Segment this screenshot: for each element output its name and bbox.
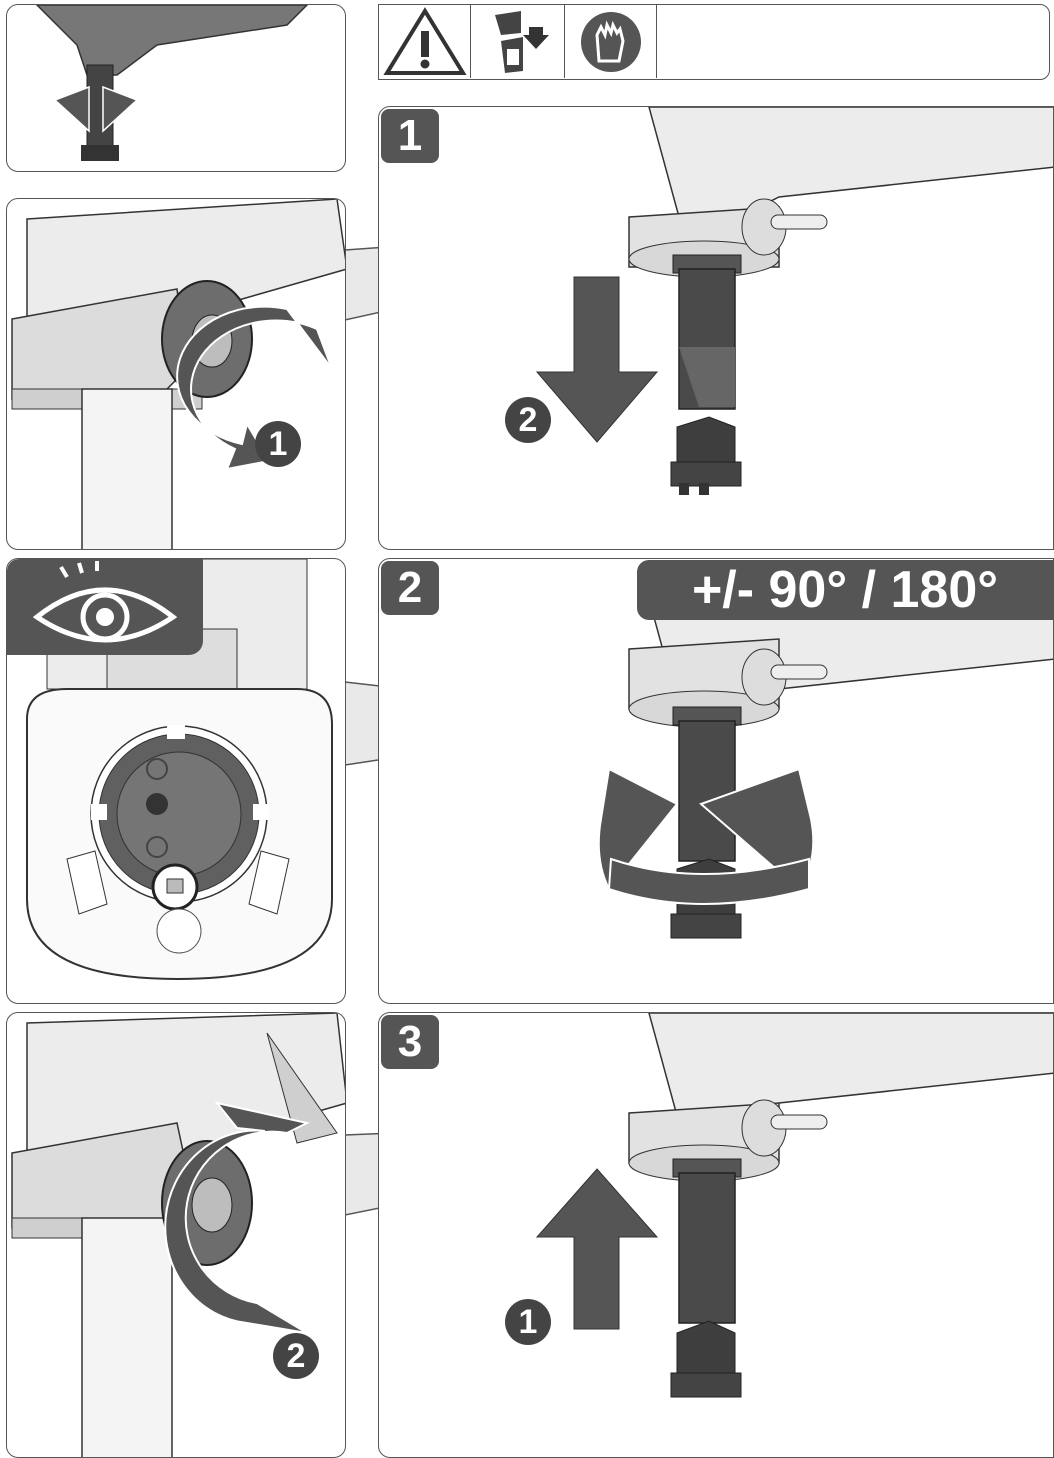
step2-badge: 2 <box>381 561 439 615</box>
step1-main-panel: 1 2 <box>378 106 1054 550</box>
knob-loosen-illustration <box>11 199 345 549</box>
down-arrow-icon <box>535 276 659 443</box>
callout-loosen-knob: 1 <box>255 421 301 467</box>
wear-gloves-icon <box>581 12 641 72</box>
step2-detail-panel <box>6 558 346 1004</box>
callout-push-up: 1 <box>505 1299 551 1345</box>
rotate-counterclockwise-arrow-icon <box>176 305 333 471</box>
callout-pull-down: 2 <box>505 397 551 443</box>
warning-triangle-icon <box>383 7 467 75</box>
warning-cell <box>379 5 471 78</box>
step1-badge: 1 <box>381 109 439 163</box>
rotate-left-arrow-icon <box>53 85 90 133</box>
overview-thumbnail-panel <box>6 4 346 172</box>
inspect-badge <box>7 559 203 655</box>
rotation-band-icon <box>607 857 810 905</box>
head-install-illustration <box>535 1013 1053 1398</box>
up-arrow-icon <box>535 1168 659 1330</box>
eye-inspect-icon <box>32 561 178 643</box>
tool-overview-illustration <box>35 5 309 161</box>
manual-cell <box>471 5 565 78</box>
safety-icon-bar <box>378 4 1050 80</box>
gloves-cell <box>565 5 657 78</box>
step1-detail-panel: 1 <box>6 198 346 550</box>
head-rotation-illustration <box>597 598 1053 939</box>
step3-main-panel: 3 1 <box>378 1012 1054 1458</box>
step2-main-panel: 2 <box>378 558 1054 1004</box>
step3-badge: 3 <box>381 1015 439 1069</box>
rotate-right-arrow-icon <box>102 85 139 133</box>
read-manual-icon <box>495 11 549 73</box>
step3-detail-panel: 2 <box>6 1012 346 1458</box>
rotate-clockwise-arrow-icon <box>164 1101 310 1334</box>
head-removal-illustration <box>535 107 1053 495</box>
callout-tighten-knob: 2 <box>273 1333 319 1379</box>
rotation-angle-banner: +/- 90° / 180° <box>637 560 1053 620</box>
knob-tighten-illustration <box>11 1013 345 1457</box>
